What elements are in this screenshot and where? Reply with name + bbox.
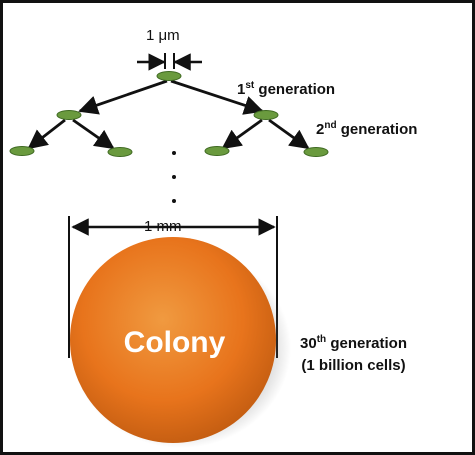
gen2-number: 2 bbox=[316, 121, 325, 138]
cell-origin bbox=[156, 71, 182, 81]
micrometer-unit: μm bbox=[158, 27, 180, 44]
gen30-line: 30th generation bbox=[300, 333, 407, 355]
arrow-gen1-right bbox=[170, 79, 264, 115]
arrow-gen2-right-a bbox=[221, 118, 263, 150]
colony-disc bbox=[70, 237, 276, 443]
cell-gen2-1 bbox=[9, 146, 35, 156]
division-arrows bbox=[27, 79, 310, 150]
gen1-word: generation bbox=[258, 81, 336, 98]
arrow-gen2-left-a bbox=[27, 118, 66, 150]
continuation-dots bbox=[172, 151, 176, 203]
thirtieth-generation-label: 30th generation (1 billion cells) bbox=[300, 333, 407, 377]
colony-label: Colony bbox=[123, 326, 226, 359]
arrow-gen1-left bbox=[78, 79, 168, 115]
cell-gen1-left bbox=[56, 110, 82, 120]
cells bbox=[9, 71, 329, 157]
gen1-number: 1 bbox=[237, 81, 246, 98]
gen2-word: generation bbox=[340, 121, 418, 138]
arrow-gen2-right-b bbox=[268, 118, 310, 150]
gen1-suffix: st bbox=[245, 80, 255, 91]
second-generation-label: 2nd generation bbox=[316, 120, 418, 139]
gen30-suffix: th bbox=[316, 334, 327, 345]
micrometer-label: 1 μm bbox=[146, 27, 180, 44]
gen2-suffix: nd bbox=[324, 120, 337, 131]
gen30-note: (1 billion cells) bbox=[301, 357, 406, 374]
millimeter-label: 1 mm bbox=[144, 218, 182, 235]
cell-gen2-2 bbox=[107, 147, 133, 157]
gen30-word: generation bbox=[330, 335, 407, 352]
cell-gen1-right bbox=[253, 110, 279, 120]
cell-gen2-3 bbox=[204, 146, 230, 156]
cell-division-diagram bbox=[9, 53, 329, 448]
cell-gen2-4 bbox=[303, 147, 329, 157]
arrow-gen2-left-b bbox=[72, 118, 115, 150]
micrometer-value: 1 bbox=[146, 27, 155, 44]
micrometer-scale-marker bbox=[137, 53, 202, 71]
gen30-number: 30 bbox=[300, 335, 317, 352]
first-generation-label: 1st generation bbox=[237, 80, 336, 99]
